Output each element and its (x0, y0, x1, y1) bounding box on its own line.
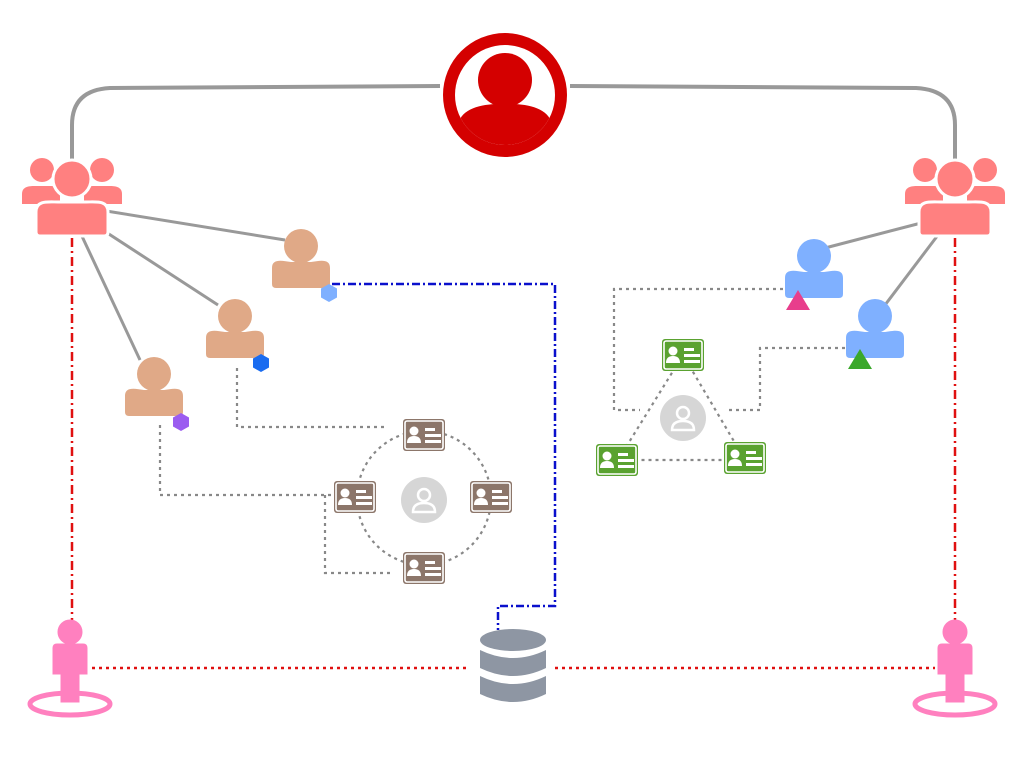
central-admin-icon (443, 33, 567, 157)
id-card-icon (723, 441, 767, 475)
id-card-icon (661, 338, 705, 372)
user-to-database-link (332, 282, 557, 630)
id-card-icon (469, 480, 513, 514)
admin-connector (70, 84, 957, 165)
user-group-icon (20, 156, 124, 238)
group-to-standing-links (70, 238, 957, 625)
standing-user-icon (30, 620, 110, 715)
left-group-links (78, 208, 286, 361)
user-group-icon (903, 156, 1007, 238)
right-cluster-connectors (612, 287, 845, 462)
id-card-icon (402, 551, 446, 585)
user-icon (785, 239, 843, 298)
user-hub-icon (658, 393, 708, 443)
right-group-links (824, 220, 940, 306)
triangle-icon (848, 349, 872, 369)
user-hub-icon (399, 475, 449, 525)
triangle-icon (786, 290, 810, 310)
user-icon (125, 357, 183, 416)
user-icon (846, 299, 904, 358)
left-cluster-connectors (158, 368, 493, 575)
id-card-icon (333, 480, 377, 514)
database-icon (480, 629, 546, 702)
user-icon (206, 299, 264, 358)
id-card-icon (402, 418, 446, 452)
id-card-icon (595, 443, 639, 477)
